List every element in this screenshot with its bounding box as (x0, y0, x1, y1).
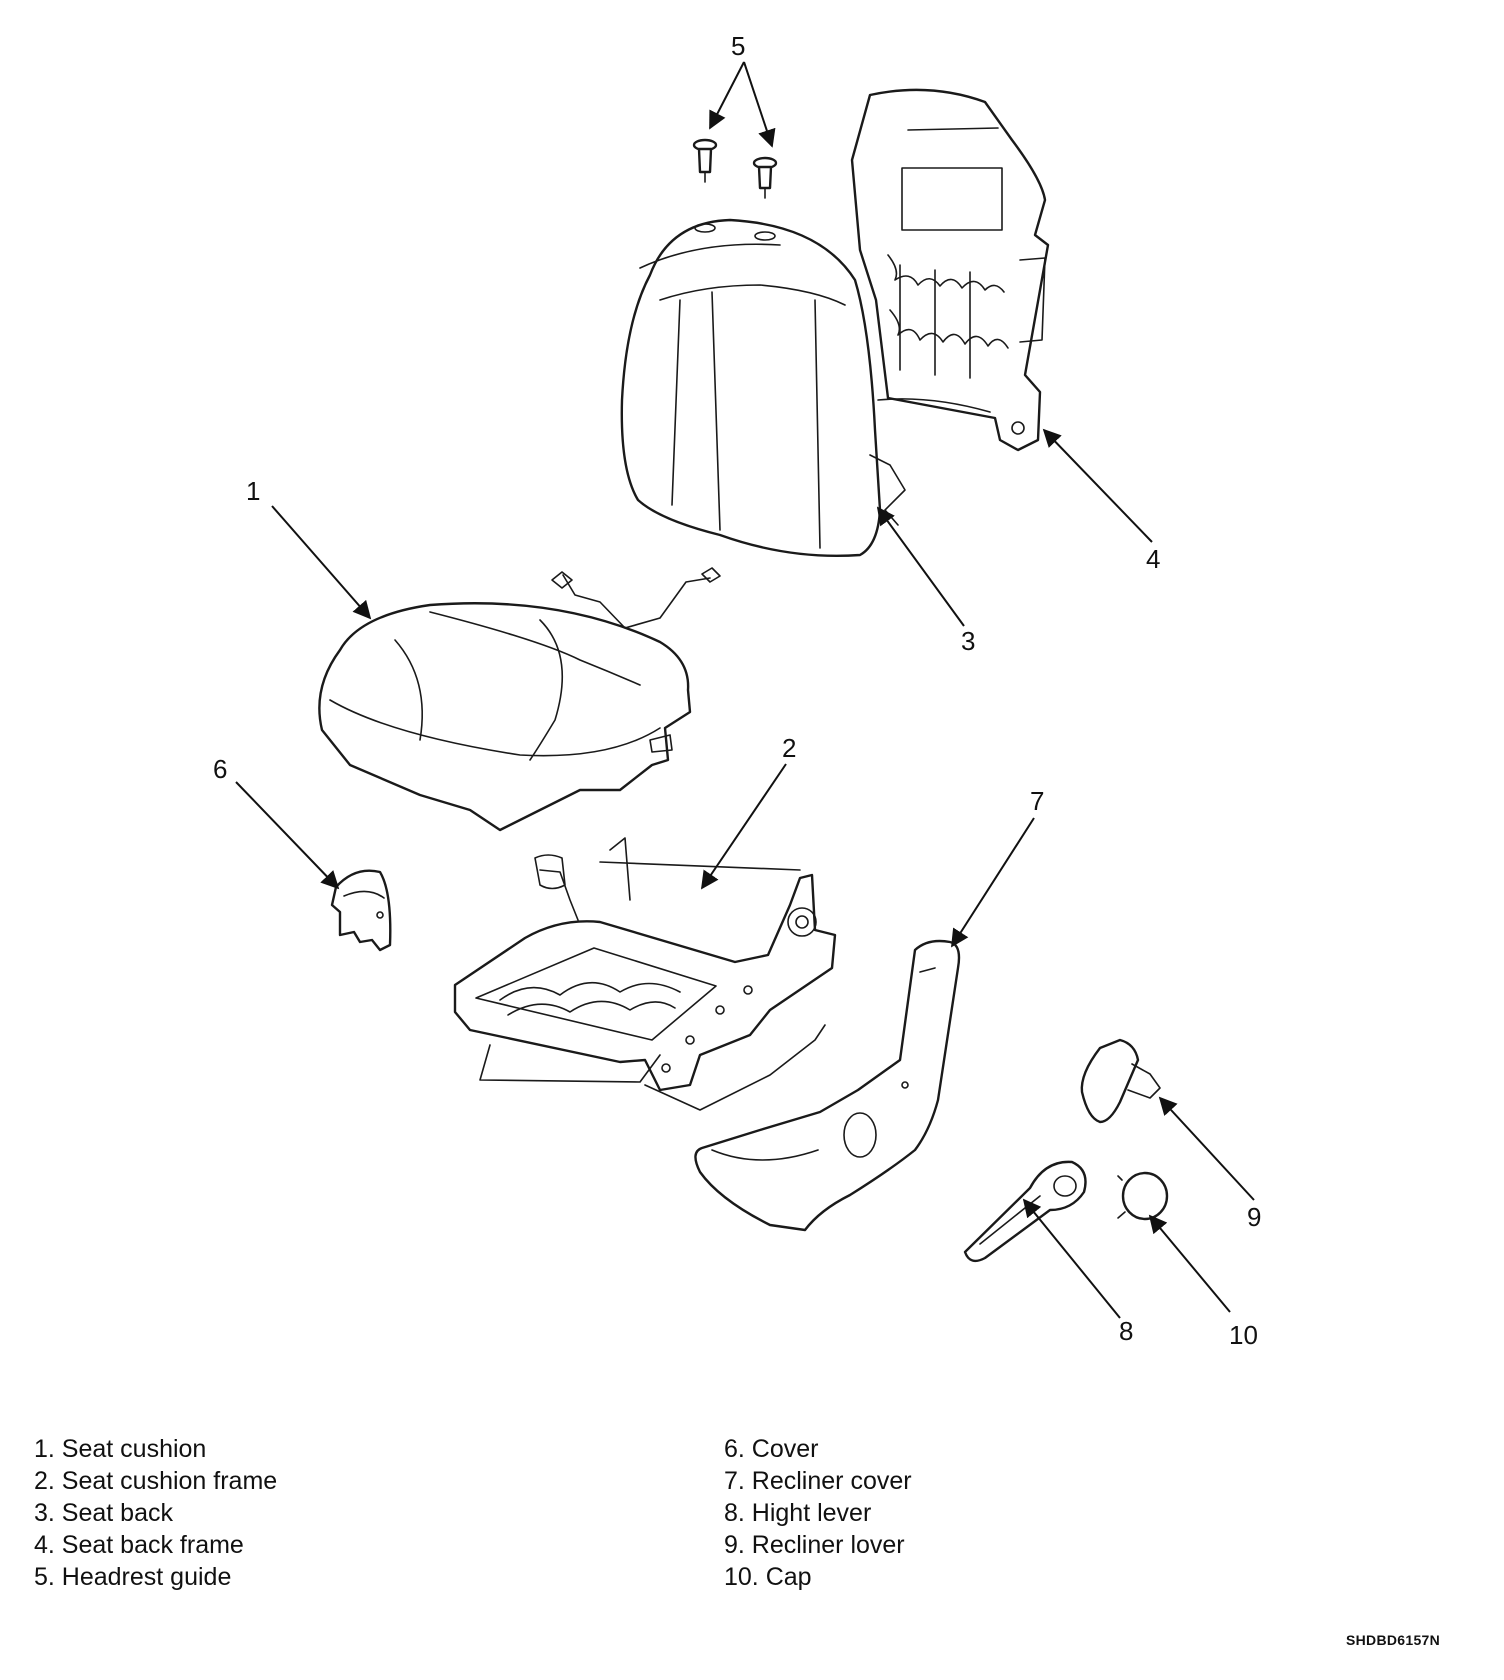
legend-item: 2. Seat cushion frame (34, 1467, 278, 1495)
headrest-guide-left (692, 138, 718, 183)
seat-cushion (318, 567, 721, 832)
callout-1: 1 (246, 476, 260, 506)
callout-8: 8 (1119, 1316, 1133, 1346)
legend-item: 8. Hight lever (724, 1499, 872, 1527)
callout-2: 2 (782, 733, 796, 763)
legend-item: 6. Cover (724, 1435, 819, 1463)
legend-item: 5. Headrest guide (34, 1563, 232, 1591)
callout-4: 4 (1146, 544, 1160, 574)
leader-4 (1042, 428, 1153, 543)
exploded-seat-diagram: 5 1 4 3 2 6 7 9 8 10 (213, 31, 1261, 1350)
seat-back (620, 218, 906, 558)
cap (1117, 1171, 1169, 1221)
leader-7 (951, 817, 1035, 948)
legend-item: 10. Cap (724, 1563, 812, 1591)
leader-9 (1158, 1096, 1255, 1201)
legend-item: 4. Seat back frame (34, 1531, 244, 1559)
callout-6: 6 (213, 754, 227, 784)
legend-item: 9. Recliner lover (724, 1531, 905, 1559)
legend-item: 3. Seat back (34, 1499, 173, 1527)
leader-2 (700, 763, 787, 890)
height-lever (963, 1160, 1087, 1263)
seat-back-frame (850, 88, 1050, 452)
leader-lines (235, 61, 1255, 1319)
figure-code: SHDBD6157N (1346, 1632, 1441, 1648)
leader-5-left (709, 61, 745, 130)
headrest-guide-right (752, 156, 778, 199)
legend-left-column: 1. Seat cushion 2. Seat cushion frame 3.… (34, 1433, 277, 1593)
seat-cushion-frame (453, 837, 837, 1111)
recliner-cover (694, 939, 961, 1232)
leader-1 (271, 505, 372, 620)
leader-8 (1022, 1198, 1121, 1319)
callout-3: 3 (961, 626, 975, 656)
leader-5-right (743, 61, 776, 148)
callout-10: 10 (1229, 1320, 1258, 1350)
recliner-lever (1080, 1038, 1161, 1124)
legend-right-column: 6. Cover 7. Recliner cover 8. Hight leve… (724, 1433, 912, 1593)
leader-10 (1148, 1214, 1231, 1313)
legend-item: 7. Recliner cover (724, 1467, 912, 1495)
cover (330, 869, 392, 952)
callout-5: 5 (731, 31, 745, 61)
leader-3 (876, 506, 965, 627)
legend-item: 1. Seat cushion (34, 1435, 207, 1463)
callout-7: 7 (1030, 786, 1044, 816)
leader-6 (235, 781, 340, 890)
callout-9: 9 (1247, 1202, 1261, 1232)
